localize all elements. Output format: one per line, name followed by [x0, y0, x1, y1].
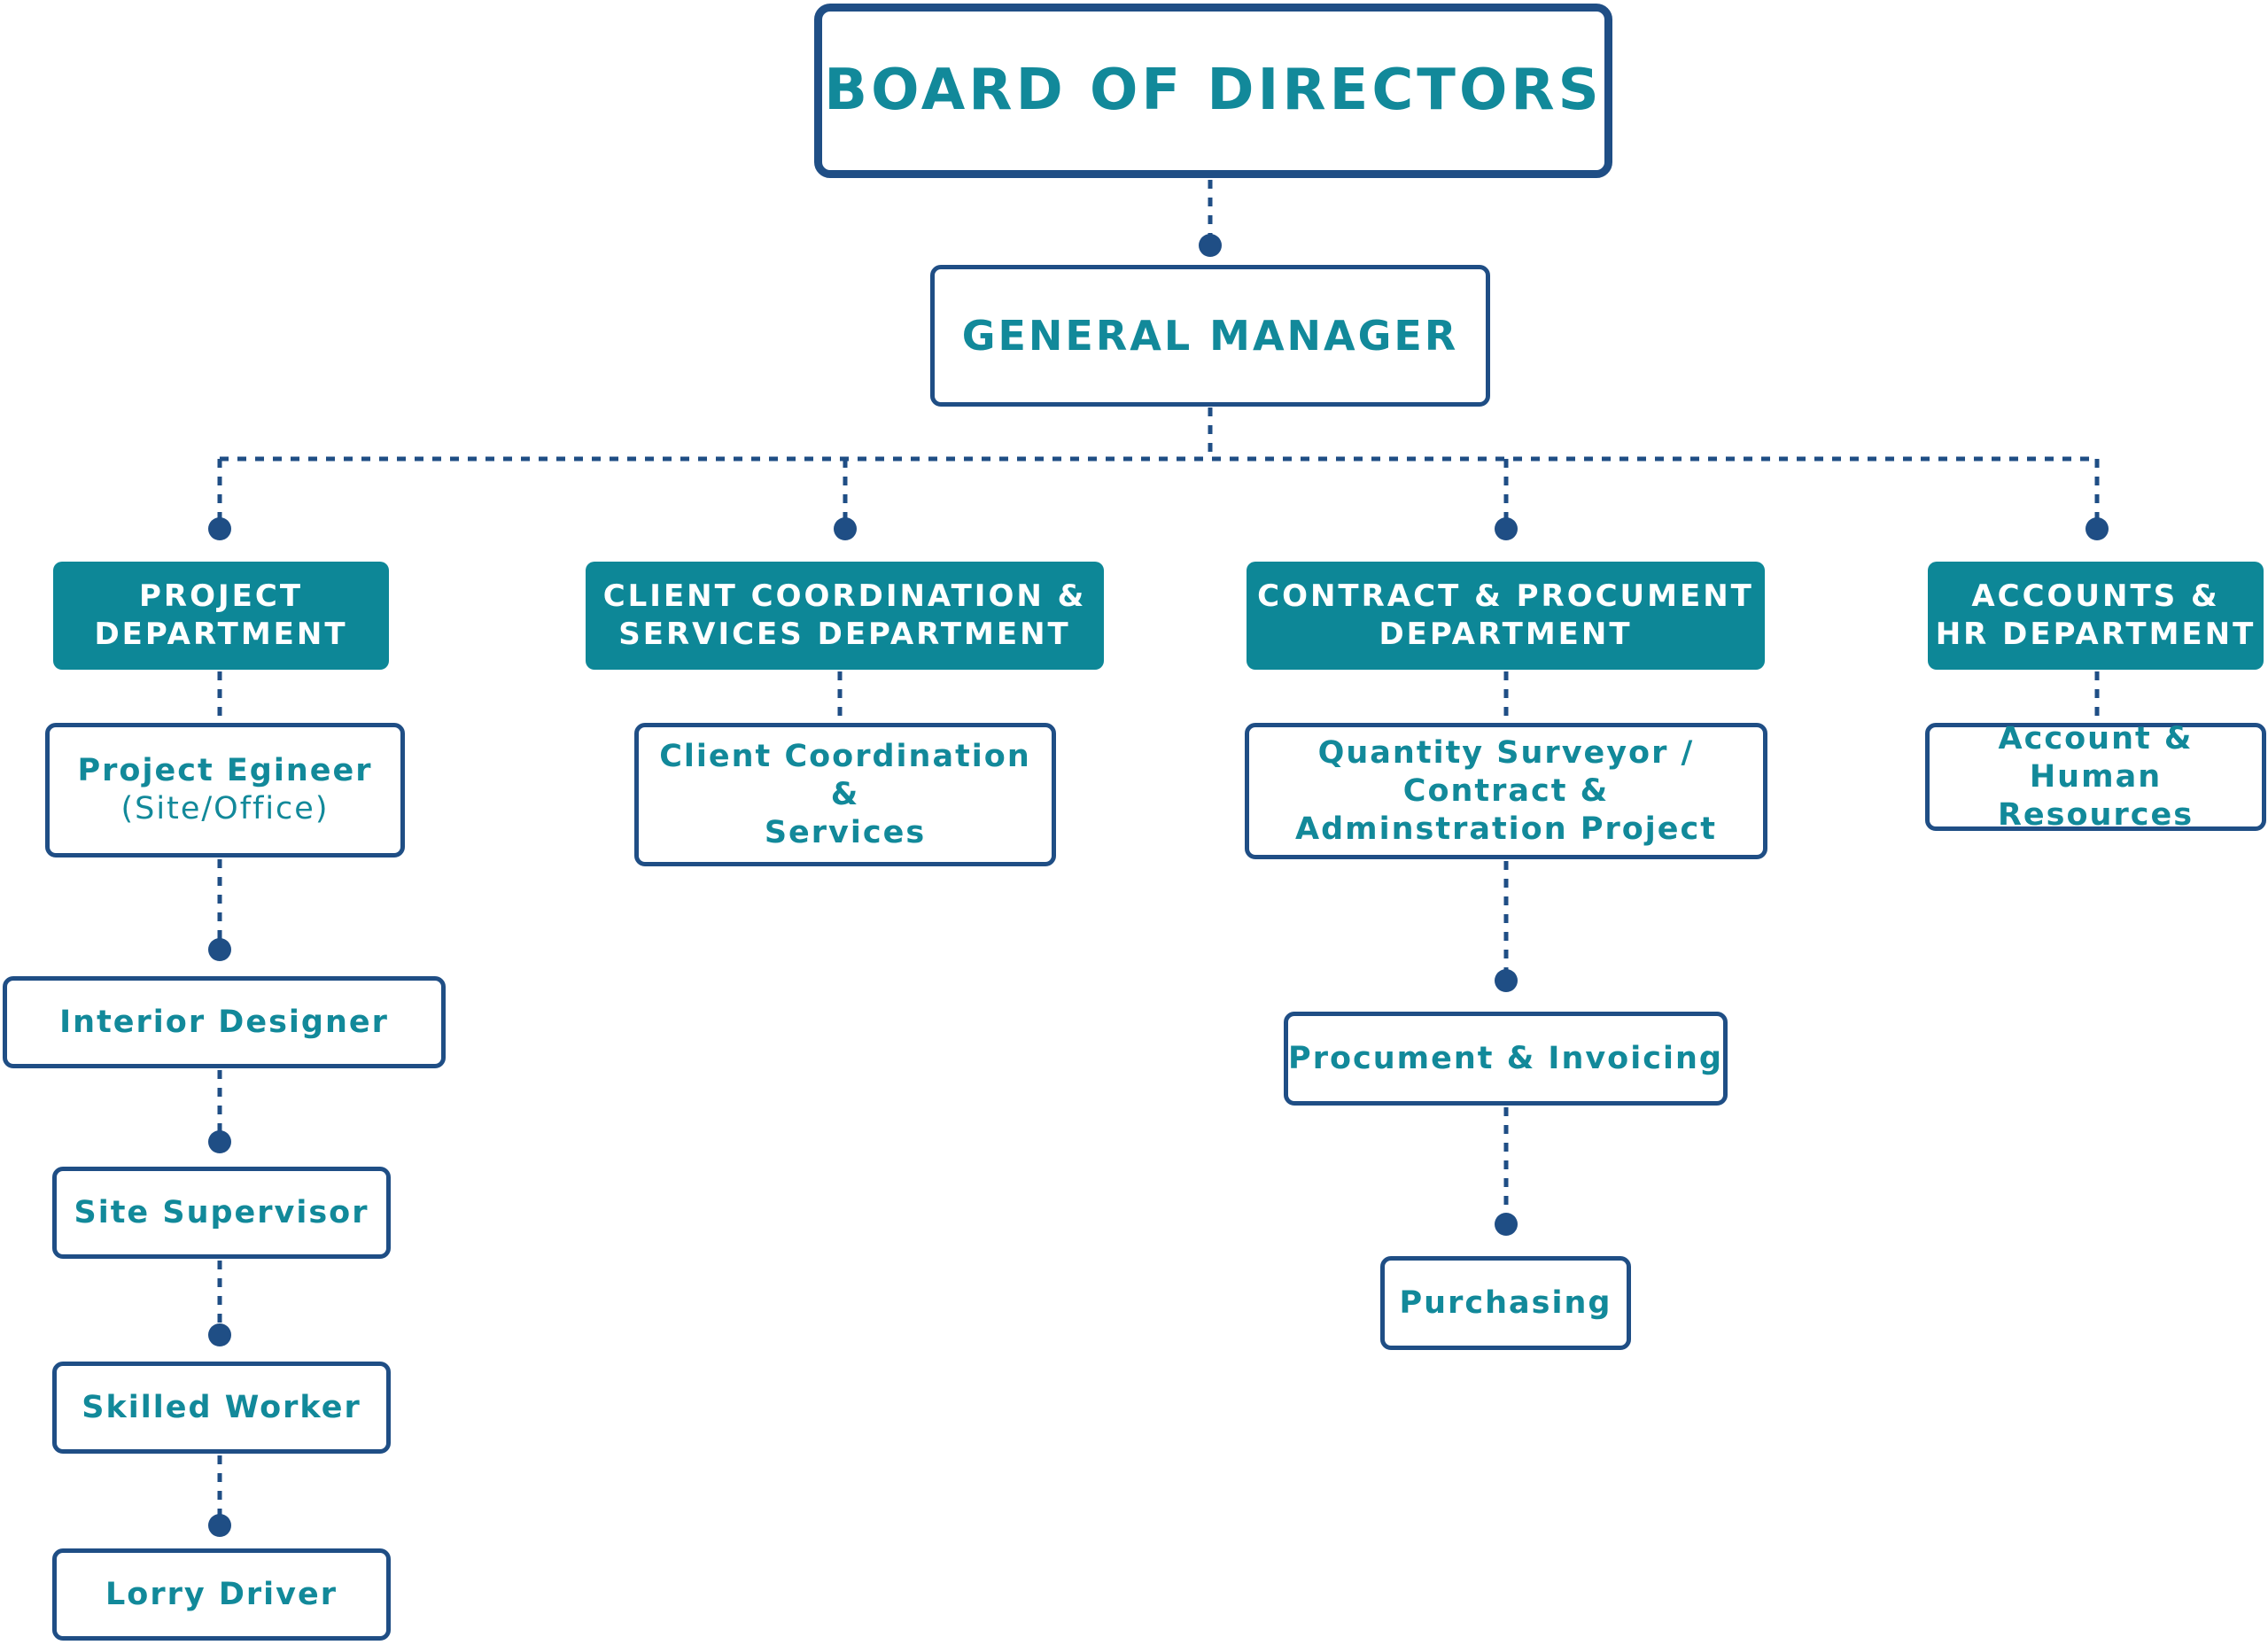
dept-client-line1: CLIENT COORDINATION & — [602, 578, 1087, 614]
role-procument-invoicing-title: Procument & Invoicing — [1288, 1040, 1723, 1076]
role-project-engineer-sub: (Site/Office) — [120, 791, 330, 826]
board-title: BOARD OF DIRECTORS — [824, 58, 1603, 123]
role-account-hr-line2: Human Resources — [1997, 758, 2194, 833]
connector-dot-purchasing — [1495, 1213, 1518, 1236]
dept-client-line2: SERVICES DEPARTMENT — [618, 617, 1071, 652]
role-site-supervisor: Site Supervisor — [52, 1167, 391, 1259]
role-site-supervisor-title: Site Supervisor — [74, 1194, 369, 1230]
connector-dot-gm — [1199, 234, 1222, 257]
connector-dot-accounts — [2085, 517, 2109, 540]
dept-contract-line1: CONTRACT & PROCUMENT — [1257, 578, 1754, 614]
role-procument-invoicing: Procument & Invoicing — [1284, 1012, 1728, 1106]
connector-dot-contract — [1495, 517, 1518, 540]
connector-dot-worker — [208, 1323, 231, 1346]
role-client-coordination-line2: & — [830, 776, 860, 812]
connector-dot-project — [208, 517, 231, 540]
role-quantity-surveyor-line2: Contract & — [1402, 772, 1610, 809]
role-interior-designer: Interior Designer — [3, 976, 446, 1068]
role-skilled-worker: Skilled Worker — [52, 1362, 391, 1454]
role-skilled-worker-title: Skilled Worker — [82, 1389, 361, 1425]
connector-dot-driver — [208, 1514, 231, 1537]
dept-project-header: PROJECT DEPARTMENT — [53, 562, 389, 670]
role-quantity-surveyor-line1: Quantity Surveyor / — [1317, 734, 1695, 771]
role-interior-designer-title: Interior Designer — [59, 1004, 389, 1040]
connector-dot-designer — [208, 938, 231, 961]
dept-accounts-line1: ACCOUNTS & — [1971, 578, 2220, 614]
dept-project-line2: DEPARTMENT — [94, 617, 348, 652]
role-quantity-surveyor-line3: Adminstration Project — [1294, 811, 1717, 847]
role-purchasing: Purchasing — [1380, 1256, 1631, 1350]
dept-contract-line2: DEPARTMENT — [1379, 617, 1633, 652]
board-of-directors-box: BOARD OF DIRECTORS — [814, 4, 1612, 178]
connector-dot-supervisor — [208, 1130, 231, 1153]
dept-client-header: CLIENT COORDINATION & SERVICES DEPARTMEN… — [586, 562, 1104, 670]
role-lorry-driver-title: Lorry Driver — [105, 1576, 338, 1612]
gm-title: GENERAL MANAGER — [961, 311, 1459, 360]
dept-accounts-header: ACCOUNTS & HR DEPARTMENT — [1928, 562, 2264, 670]
role-quantity-surveyor: Quantity Surveyor / Contract & Adminstra… — [1245, 723, 1767, 859]
connector-dot-client — [834, 517, 857, 540]
role-account-hr: Account & Human Resources — [1925, 720, 2266, 833]
dept-project-line1: PROJECT — [138, 578, 304, 614]
dept-contract-header: CONTRACT & PROCUMENT DEPARTMENT — [1247, 562, 1765, 670]
role-purchasing-title: Purchasing — [1399, 1284, 1612, 1321]
general-manager-box: GENERAL MANAGER — [930, 265, 1490, 407]
role-account-hr-line1: Account & — [1998, 720, 2194, 757]
connector-dot-procument — [1495, 969, 1518, 992]
role-client-coordination: Client Coordination & Services — [634, 723, 1056, 866]
role-project-engineer: Project Egineer (Site/Office) — [45, 723, 405, 857]
role-client-coordination-line1: Client Coordination — [659, 738, 1031, 774]
role-lorry-driver: Lorry Driver — [52, 1548, 391, 1641]
role-project-engineer-title: Project Egineer — [77, 753, 373, 788]
dept-accounts-line2: HR DEPARTMENT — [1935, 617, 2256, 652]
role-client-coordination-line3: Services — [764, 814, 927, 850]
